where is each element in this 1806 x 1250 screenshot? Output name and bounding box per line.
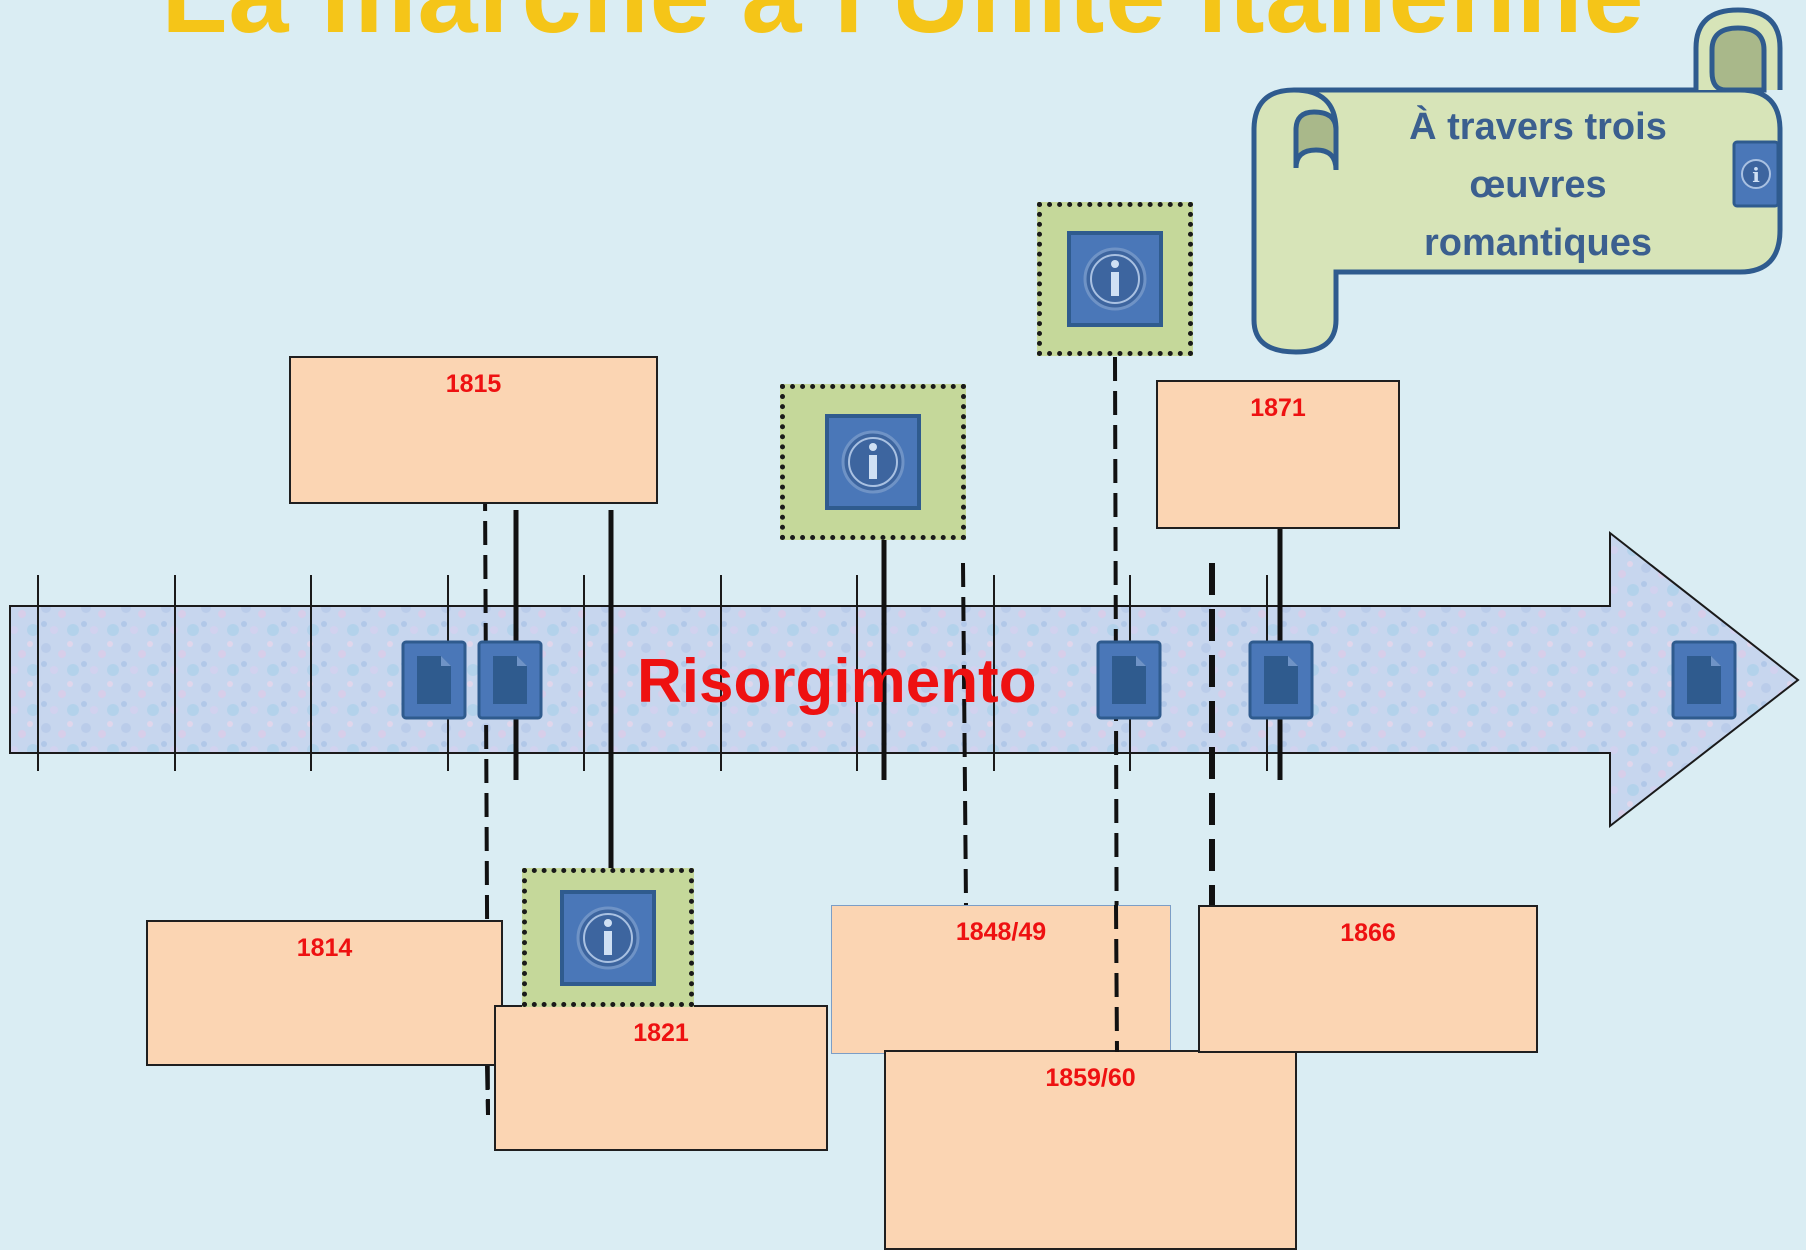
scroll-text: À travers trois œuvres romantiques	[1409, 106, 1667, 264]
date-label: 1848/49	[955, 918, 1047, 946]
page-title: La marche à l'Unité italienne	[0, 0, 1806, 57]
info-frame	[1037, 202, 1193, 356]
info-icon[interactable]	[825, 414, 921, 510]
timeline-arrow	[9, 530, 1800, 829]
date-label: 1859/60	[1045, 1064, 1136, 1092]
document-icon[interactable]	[401, 640, 467, 720]
date-label: 1815	[445, 370, 502, 398]
timeline-label: Risorgimento	[637, 647, 1037, 716]
timeline-ticks	[37, 575, 1268, 771]
date-box-1814[interactable]: 1814	[146, 920, 503, 1066]
info-icon[interactable]	[560, 889, 656, 986]
date-label: 1821	[633, 1019, 689, 1047]
date-box-1815[interactable]: 1815	[289, 356, 658, 504]
date-box-1859[interactable]: 1859/60	[884, 1050, 1297, 1250]
info-frame	[522, 868, 694, 1007]
date-label: 1866	[1340, 919, 1396, 947]
date-label: 1871	[1250, 394, 1306, 422]
date-box-1848[interactable]: 1848/49	[831, 905, 1171, 1054]
info-frame	[780, 384, 966, 540]
scroll-banner	[1251, 7, 1783, 355]
document-icon[interactable]	[1096, 640, 1162, 720]
date-box-1821[interactable]: 1821	[494, 1005, 828, 1151]
date-label: 1814	[296, 934, 353, 962]
document-icon[interactable]	[1671, 640, 1737, 720]
svg-text:i: i	[1752, 163, 1760, 187]
document-icon[interactable]	[477, 640, 543, 720]
date-box-1871[interactable]: 1871	[1156, 380, 1400, 529]
info-icon[interactable]	[1067, 231, 1163, 327]
date-box-1866[interactable]: 1866	[1198, 905, 1538, 1053]
scroll-info-icon[interactable]: i	[1732, 140, 1780, 208]
document-icon[interactable]	[1248, 640, 1314, 720]
